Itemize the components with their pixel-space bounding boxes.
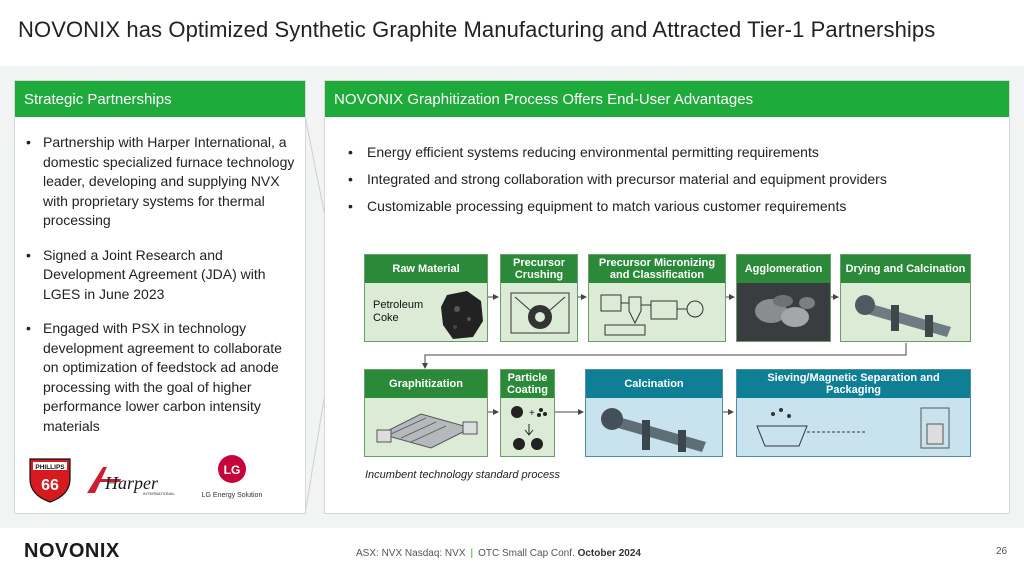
- advantage-bullet: Integrated and strong collaboration with…: [347, 170, 987, 188]
- footer-info: ASX: NVX Nasdaq: NVX | OTC Small Cap Conf.…: [356, 548, 641, 559]
- strategic-partnerships-panel: Strategic Partnerships Partnership with …: [14, 80, 306, 514]
- graphitization-process-heading: NOVONIX Graphitization Process Offers En…: [325, 81, 1009, 117]
- step-label: Raw Material: [365, 255, 487, 283]
- step-label: Drying and Calcination: [841, 255, 970, 283]
- harper-logo: Harper INTERNATIONAL: [87, 467, 175, 496]
- phillips-logo-number: 66: [41, 477, 59, 494]
- process-step-raw-material: Raw Material Petroleum Coke: [364, 254, 488, 342]
- process-step-calcination: Calcination: [585, 369, 723, 457]
- process-step-agglomeration: Agglomeration: [736, 254, 831, 342]
- svg-text:+: +: [529, 408, 535, 419]
- process-flow-diagram: Raw Material Petroleum Coke Precursor Cr…: [325, 81, 1011, 515]
- process-connectors: [422, 294, 907, 415]
- lg-logo-mark: LG: [224, 463, 241, 477]
- footer-conference: OTC Small Cap Conf.: [478, 548, 575, 559]
- partnership-bullet: Signed a Joint Research and Development …: [25, 246, 295, 305]
- footer-date: October 2024: [577, 548, 641, 559]
- crusher-gear-icon: [510, 292, 570, 334]
- agglomeration-micrograph-image: [755, 295, 815, 327]
- footer: NOVONIX ASX: NVX Nasdaq: NVX | OTC Small C…: [0, 528, 1024, 576]
- page-title: NOVONIX has Optimized Synthetic Graphite…: [18, 17, 936, 42]
- footer-exchange: ASX: NVX Nasdaq: NVX: [356, 548, 466, 559]
- process-step-particle-coating: Particle Coating +: [500, 369, 555, 457]
- lg-logo-text: LG Energy Solution: [202, 492, 263, 499]
- petroleum-coke-image: [441, 291, 483, 339]
- advantage-bullet: Customizable processing equipment to mat…: [347, 197, 987, 215]
- rotary-kiln-image: [855, 295, 951, 337]
- harper-logo-text: Harper: [104, 473, 159, 493]
- partnership-bullet: Engaged with PSX in technology developme…: [25, 319, 295, 436]
- title-bar: NOVONIX has Optimized Synthetic Graphite…: [0, 0, 1024, 66]
- harper-logo-subtext: INTERNATIONAL: [143, 491, 175, 496]
- novonix-brand-logo: NOVONIX: [24, 540, 120, 562]
- partnership-list: Partnership with Harper International, a…: [15, 117, 305, 436]
- phillips-66-logo: PHILLIPS 66: [29, 458, 71, 503]
- sieving-packaging-equipment-image: [756, 407, 950, 449]
- lg-energy-solution-logo: LG LG Energy Solution: [202, 455, 263, 499]
- graphitization-furnace-image: [376, 413, 478, 449]
- partnership-bullet: Partnership with Harper International, a…: [25, 133, 295, 231]
- process-step-drying-calcination: Drying and Calcination: [840, 254, 971, 342]
- particle-coating-icon: +: [511, 406, 547, 450]
- step-label: Particle Coating: [501, 370, 554, 398]
- footer-separator: |: [470, 548, 474, 559]
- phillips-logo-text: PHILLIPS: [35, 464, 65, 471]
- step-label: Sieving/Magnetic Separation and Packagin…: [737, 370, 970, 398]
- process-step-precursor-crushing: Precursor Crushing: [500, 254, 578, 342]
- step-body-text: Petroleum Coke: [373, 299, 424, 324]
- process-caption: Incumbent technology standard process: [365, 469, 561, 481]
- graphitization-process-panel: NOVONIX Graphitization Process Offers En…: [324, 80, 1010, 514]
- partner-logos: PHILLIPS 66 Harper INTERNATIONAL LG LG E…: [29, 455, 263, 503]
- advantages-list: Energy efficient systems reducing enviro…: [347, 143, 987, 224]
- strategic-partnerships-heading: Strategic Partnerships: [15, 81, 305, 117]
- process-step-graphitization: Graphitization: [364, 369, 488, 457]
- process-step-sieving-packaging: Sieving/Magnetic Separation and Packagin…: [736, 369, 971, 457]
- process-step-precursor-micronizing: Precursor Micronizing and Classification: [588, 254, 726, 342]
- step-label: Calcination: [586, 370, 722, 398]
- advantage-bullet: Energy efficient systems reducing enviro…: [347, 143, 987, 161]
- step-label: Agglomeration: [737, 255, 830, 283]
- step-label: Precursor Micronizing and Classification: [589, 255, 725, 283]
- page-number: 26: [996, 546, 1008, 557]
- calcination-kiln-image: [601, 408, 706, 452]
- step-label: Precursor Crushing: [501, 255, 577, 283]
- micronizing-equipment-icon: [600, 294, 704, 336]
- step-label: Graphitization: [365, 370, 487, 398]
